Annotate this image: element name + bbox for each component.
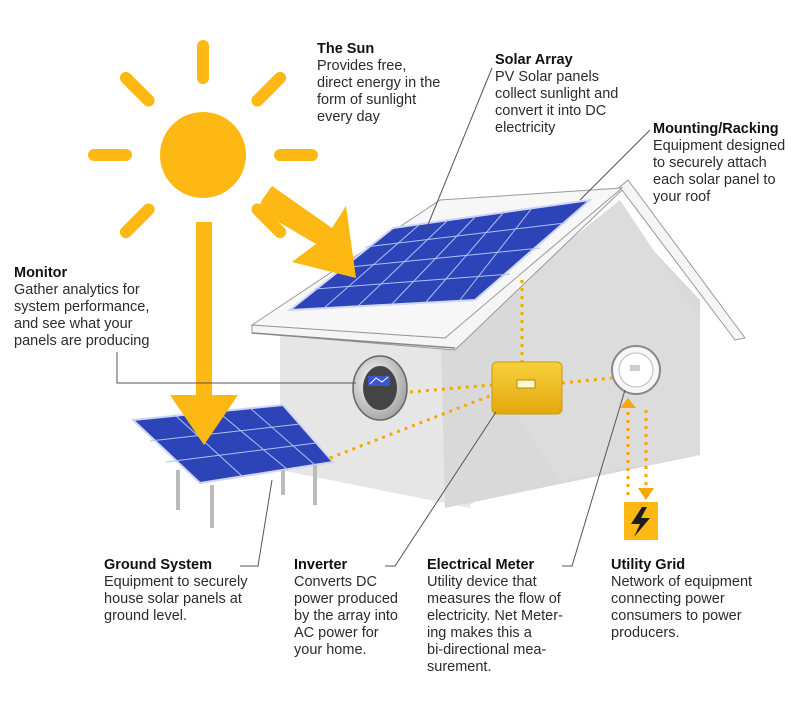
- sun-disc: [160, 112, 246, 198]
- label-solar-array-line: PV Solar panels: [495, 69, 599, 85]
- label-inverter-title: Inverter: [294, 557, 348, 573]
- label-utility-grid-line: producers.: [611, 625, 680, 641]
- label-meter-title: Electrical Meter: [427, 557, 535, 573]
- leader-ground: [240, 479, 273, 567]
- inverter-device: [491, 361, 563, 415]
- label-meter: Electrical Meter Utility device that mea…: [427, 557, 563, 676]
- dots-ground-to-inverter: [329, 393, 493, 460]
- leader-lines: [116, 67, 651, 567]
- label-ground-system-line: Equipment to securely: [104, 574, 248, 590]
- label-mounting: Mounting/Racking Equipment designed to s…: [653, 121, 785, 206]
- roof-panel-gridlines: [314, 207, 566, 309]
- label-utility-grid-line: Network of equipment: [611, 574, 753, 590]
- label-monitor: Monitor Gather analytics for system perf…: [14, 265, 149, 350]
- lightning-bolt-icon: [624, 502, 658, 540]
- label-ground-system: Ground System Equipment to securely hous…: [104, 557, 247, 625]
- label-mounting-line: to securely attach: [653, 155, 767, 171]
- dots-inverter-to-meter: [561, 376, 613, 385]
- label-inverter-line: Converts DC: [294, 574, 377, 590]
- label-solar-array-line: electricity: [495, 120, 556, 136]
- label-sun-line: Provides free,: [317, 58, 407, 74]
- sun-icon: [88, 40, 318, 239]
- label-inverter-line: AC power for: [294, 625, 379, 641]
- label-sun-line: form of sunlight: [317, 92, 417, 108]
- label-meter-line: surement.: [427, 659, 492, 675]
- leader-meter: [562, 389, 626, 567]
- label-mounting-line: each solar panel to: [653, 172, 776, 188]
- ground-panel-legs: [176, 465, 317, 528]
- ground-panel-gridlines: [149, 407, 317, 478]
- ground-panel-frame: [130, 403, 335, 485]
- label-mounting-title: Mounting/Racking: [653, 121, 779, 137]
- electrical-meter: [611, 345, 661, 395]
- arrow-to-roof-panel: [258, 186, 356, 278]
- house-gable: [520, 200, 700, 480]
- label-sun-title: The Sun: [317, 41, 375, 57]
- leader-inverter: [385, 411, 497, 567]
- label-solar-array: Solar Array PV Solar panels collect sunl…: [495, 52, 618, 137]
- arrow-up-to-meter: [620, 398, 636, 408]
- arrow-to-ground-panel: [170, 222, 238, 445]
- label-monitor-line: and see what your: [14, 316, 133, 332]
- leader-monitor: [116, 352, 356, 384]
- label-ground-system-line: house solar panels at: [104, 591, 242, 607]
- label-utility-grid-line: consumers to power: [611, 608, 742, 624]
- leader-mounting: [579, 129, 651, 201]
- label-inverter-line: power produced: [294, 591, 398, 607]
- label-solar-array-line: collect sunlight and: [495, 86, 619, 102]
- label-sun-line: direct energy in the: [317, 75, 441, 91]
- label-mounting-line: your roof: [653, 189, 711, 205]
- label-sun: The Sun Provides free, direct energy in …: [317, 41, 440, 126]
- label-meter-line: bi-directional mea-: [427, 642, 547, 658]
- label-inverter-line: by the array into: [294, 608, 398, 624]
- label-monitor-line: panels are producing: [14, 333, 150, 349]
- label-solar-array-title: Solar Array: [495, 52, 573, 68]
- label-ground-system-line: ground level.: [104, 608, 188, 624]
- label-meter-line: ing makes this a: [427, 625, 532, 641]
- label-utility-grid-title: Utility Grid: [611, 557, 686, 573]
- label-ground-system-title: Ground System: [104, 557, 212, 573]
- label-meter-line: electricity. Net Meter-: [427, 608, 563, 624]
- dots-monitor-to-inverter: [409, 383, 493, 394]
- label-utility-grid-line: connecting power: [611, 591, 725, 607]
- label-sun-line: every day: [317, 109, 380, 125]
- label-meter-line: measures the flow of: [427, 591, 561, 607]
- label-inverter: Inverter Converts DC power produced by t…: [294, 557, 398, 659]
- label-monitor-title: Monitor: [14, 265, 68, 281]
- label-mounting-line: Equipment designed: [653, 138, 786, 154]
- label-monitor-line: system performance,: [14, 299, 150, 315]
- roof-panel-frame: [286, 198, 594, 312]
- roof-eave: [251, 332, 456, 349]
- roof-solar-array: [286, 198, 594, 312]
- arrow-down-to-grid: [638, 488, 654, 500]
- sunlight-arrows: [170, 186, 356, 445]
- label-utility-grid: Utility Grid Network of equipment connec…: [611, 557, 752, 642]
- label-solar-array-line: convert it into DC: [495, 103, 607, 119]
- label-inverter-line: your home.: [294, 642, 367, 658]
- label-monitor-line: Gather analytics for: [14, 282, 140, 298]
- leader-solar-array: [424, 67, 493, 233]
- monitor-device: [352, 355, 408, 421]
- ground-solar-array: [130, 403, 335, 528]
- label-meter-line: Utility device that: [427, 574, 537, 590]
- power-connections: [329, 280, 648, 498]
